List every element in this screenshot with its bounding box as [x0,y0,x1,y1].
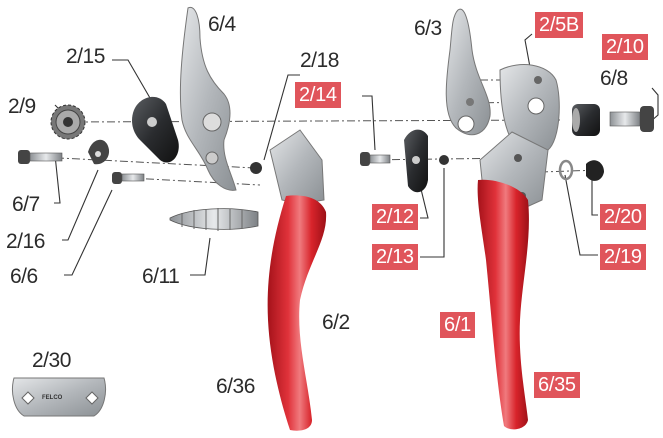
label-6-8: 6/8 [600,67,628,90]
label-2-12: 2/12 [372,204,418,230]
wrench-brand-text: FELCO [42,395,63,401]
label-2-9: 2/9 [8,95,36,118]
spring-6-11-part [169,208,259,231]
label-6-2: 6/2 [322,311,350,334]
leader-lines [54,33,659,276]
washer-2-13-part [439,155,449,165]
lower-blade-part [445,8,491,136]
left-handle-part [267,129,327,431]
label-2-18: 2/18 [300,49,339,72]
cam-plate-part [132,96,179,163]
bolt-6-7-part [18,150,63,164]
label-6-6: 6/6 [10,265,38,288]
label-2-16: 2/16 [6,230,45,253]
label-6-35: 6/35 [534,372,580,398]
wrench-2-30-part [11,377,107,417]
label-6-36: 6/36 [216,375,255,398]
label-2-20: 2/20 [600,204,646,230]
bolt-6-8-part [609,106,654,132]
upper-blade-part [179,6,237,191]
label-2-15: 2/15 [66,45,105,68]
label-2-19: 2/19 [600,244,646,270]
label-2-10: 2/10 [602,34,648,60]
label-2-5b: 2/5B [535,12,583,38]
label-6-1: 6/1 [440,312,475,338]
ring-2-19-part [558,159,574,181]
right-handle-part [477,131,549,430]
label-6-3: 6/3 [414,17,442,40]
bolt-6-6-part [112,172,145,184]
label-2-14: 2/14 [295,82,341,108]
label-6-4: 6/4 [208,13,236,36]
bolt-2-14-part [360,152,391,166]
nut-2-18-part [250,162,262,174]
cap-2-20-part [586,160,604,181]
nut-2-10-part [572,104,600,136]
label-2-30: 2/30 [32,349,71,372]
label-2-13: 2/13 [372,244,418,270]
spring-gear-part [50,104,86,140]
label-6-7: 6/7 [12,193,40,216]
label-6-11: 6/11 [142,265,180,288]
